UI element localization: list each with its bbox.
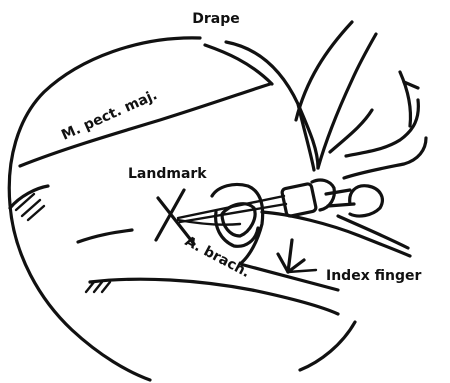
drape-outline — [9, 38, 355, 380]
label-drape: Drape — [192, 11, 240, 27]
pectoralis-boundary-end — [205, 45, 272, 84]
syringe — [178, 180, 408, 248]
index-finger-outline — [212, 184, 338, 290]
label-landmark: Landmark — [128, 166, 207, 182]
skin-fold-upper — [78, 230, 132, 242]
finger-pointer-arrow — [278, 240, 316, 272]
label-artery: A. brach. — [182, 233, 252, 281]
hand-back — [262, 212, 410, 256]
label-finger: Index finger — [326, 268, 421, 284]
skin-fold-lower — [90, 279, 338, 314]
hatch-left — [10, 186, 48, 220]
